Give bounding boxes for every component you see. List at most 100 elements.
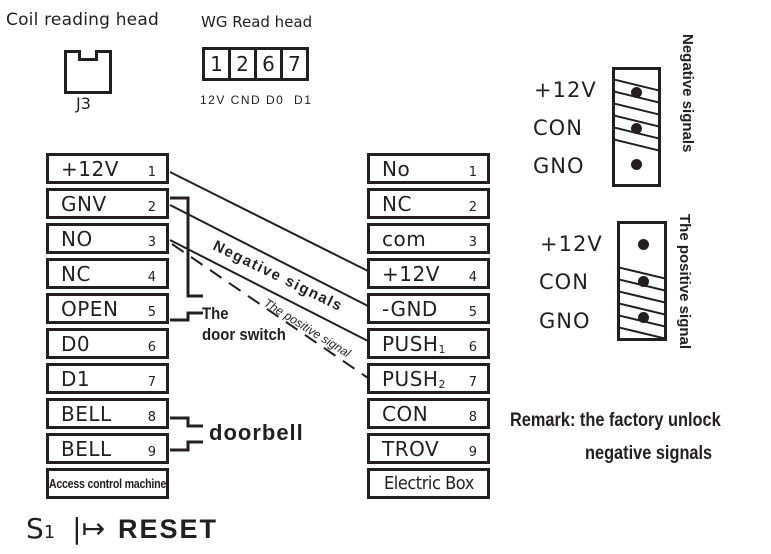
terminal-label: NO xyxy=(61,226,93,251)
terminal-label: BELL xyxy=(61,436,112,461)
ac-terminal-3: NO 3 xyxy=(46,223,169,254)
jumper2-block xyxy=(617,221,667,341)
terminal-number: 3 xyxy=(468,235,477,250)
jumper2-label-12v: +12V xyxy=(540,232,603,256)
terminal-label: OPEN xyxy=(61,296,119,321)
wg-read-head-title: WG Read head xyxy=(201,13,313,31)
reset-switch-label: S xyxy=(26,512,44,545)
jumper1-pin-gno xyxy=(631,159,642,170)
reset-symbol-icon: |↦ xyxy=(72,512,106,545)
door-switch-label-line2: door switch xyxy=(202,325,286,344)
ac-terminal-6: D0 6 xyxy=(46,328,169,359)
terminal-number: 1 xyxy=(147,165,156,180)
wg-pin: 1 xyxy=(205,50,231,78)
terminal-number: 2 xyxy=(468,200,477,215)
terminal-label-main: PUSH xyxy=(382,331,439,356)
terminal-label: -GND xyxy=(382,296,438,321)
ac-terminal-8: BELL 8 xyxy=(46,398,169,429)
eb-terminal-3: com 3 xyxy=(367,223,490,254)
jumper2-label-con: CON xyxy=(539,270,589,294)
terminal-number: 6 xyxy=(468,340,477,355)
eb-terminal-4: +12V 4 xyxy=(367,258,490,289)
wire-gnv xyxy=(169,204,369,307)
wire-12v xyxy=(169,171,369,272)
eb-terminal-8: CON 8 xyxy=(367,398,490,429)
reset-switch-sub: 1 xyxy=(43,522,56,543)
eb-terminal-9: TROV 9 xyxy=(367,433,490,464)
door-switch-label-line1: The xyxy=(202,304,229,323)
ac-terminal-5: OPEN 5 xyxy=(46,293,169,324)
terminal-number: 7 xyxy=(147,375,156,390)
wg-pin-header: 1 2 6 7 xyxy=(202,47,309,81)
terminal-label: CON xyxy=(382,401,429,426)
jumper2-pin-con xyxy=(638,276,649,287)
jumper2-pin-12v xyxy=(638,239,649,250)
wg-pin: 2 xyxy=(231,50,257,78)
terminal-number: 2 xyxy=(147,200,156,215)
j3-notch xyxy=(78,50,98,61)
electric-box-label: Electric Box xyxy=(383,473,474,494)
ac-terminal-9: BELL 9 xyxy=(46,433,169,464)
terminal-label: +12V xyxy=(382,261,440,286)
jumper2-title: The positive signal xyxy=(676,214,693,350)
doorbell-wire-a xyxy=(170,416,203,428)
jumper1-block xyxy=(612,67,661,187)
door-switch-wire-a xyxy=(170,196,203,298)
doorbell-wire-b xyxy=(170,440,203,452)
terminal-number: 9 xyxy=(147,445,156,460)
terminal-label: GNV xyxy=(61,191,107,216)
terminal-label: NC xyxy=(382,191,412,216)
terminal-number: 8 xyxy=(468,410,477,425)
jumper1-hatch xyxy=(615,78,658,152)
doorbell-label: doorbell xyxy=(209,420,304,445)
terminal-number: 3 xyxy=(147,235,156,250)
terminal-label: No xyxy=(382,156,411,181)
jumper1-pin-12v xyxy=(631,87,642,98)
wire-no xyxy=(169,239,369,342)
electric-box-title: Electric Box xyxy=(367,468,490,499)
remark-line1: Remark: the factory unlock xyxy=(510,410,721,431)
wire-positive-dashed xyxy=(171,243,369,379)
ac-terminal-2: GNV 2 xyxy=(46,188,169,219)
terminal-number: 5 xyxy=(468,305,477,320)
terminal-label: BELL xyxy=(61,401,112,426)
wg-pin-labels: 12V CND D0 D1 xyxy=(200,93,313,107)
access-control-label: Access control machine xyxy=(48,476,167,491)
remark-line2: negative signals xyxy=(585,443,713,464)
eb-terminal-5: -GND 5 xyxy=(367,293,490,324)
jumper2-pin-gno xyxy=(638,312,649,323)
terminal-label: com xyxy=(382,226,427,251)
wg-pin: 6 xyxy=(257,50,283,78)
j3-connector-icon xyxy=(64,50,112,94)
terminal-number: 6 xyxy=(147,340,156,355)
eb-terminal-2: NC 2 xyxy=(367,188,490,219)
terminal-label-main: PUSH xyxy=(382,366,439,391)
j3-label: J3 xyxy=(76,94,91,113)
terminal-label: D0 xyxy=(61,331,91,356)
terminal-number: 7 xyxy=(468,375,477,390)
jumper1-label-gno: GNO xyxy=(533,154,585,178)
terminal-number: 4 xyxy=(147,270,156,285)
reset-switch: S1 |↦ RESET xyxy=(26,512,218,545)
eb-terminal-6: PUSH1 6 xyxy=(367,328,490,359)
reset-label: RESET xyxy=(117,514,218,544)
terminal-label-sub: 2 xyxy=(438,377,446,391)
terminal-label: +12V xyxy=(61,156,119,181)
door-switch-wire-b xyxy=(170,311,203,322)
terminal-label: PUSH1 xyxy=(382,332,446,356)
ac-terminal-1: +12V 1 xyxy=(46,153,169,184)
terminal-label: D1 xyxy=(61,366,91,391)
coil-reading-head-title: Coil reading head xyxy=(6,10,159,30)
terminal-number: 4 xyxy=(468,270,477,285)
access-control-title: Access control machine xyxy=(46,468,169,499)
jumper1-label-con: CON xyxy=(533,116,583,140)
eb-terminal-7: PUSH2 7 xyxy=(367,363,490,394)
terminal-number: 5 xyxy=(147,305,156,320)
terminal-number: 9 xyxy=(468,445,477,460)
wg-pin: 7 xyxy=(288,52,301,76)
terminal-label: TROV xyxy=(382,436,440,461)
terminal-label: PUSH2 xyxy=(382,367,446,391)
terminal-number: 8 xyxy=(147,410,156,425)
